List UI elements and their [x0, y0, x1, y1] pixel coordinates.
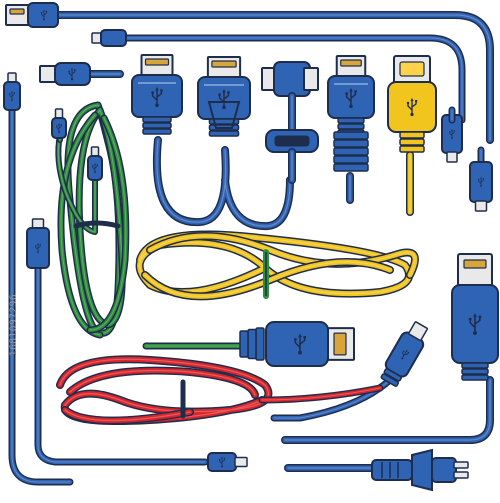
usb-a-plug-row2 — [39, 62, 91, 86]
right-bottom-cable — [281, 376, 494, 444]
usb-symbol-icon — [9, 91, 15, 102]
usb-a-plug-center — [239, 321, 355, 367]
y-split-cable — [152, 136, 294, 231]
micro-plug-left-mid — [26, 218, 50, 269]
yellow-loop-0 — [135, 230, 414, 298]
usb-symbol-icon — [40, 9, 48, 21]
left-long-cable — [8, 106, 74, 486]
red-coiled-cable — [56, 355, 384, 425]
top-long-cable — [48, 11, 494, 144]
micro-plug-right-lower — [469, 161, 493, 212]
left-middle-cable — [34, 261, 209, 466]
green-coiled-cable — [55, 101, 130, 339]
micro-plug-bottom — [207, 452, 248, 472]
usb-symbol-icon — [218, 456, 226, 468]
usb-symbol-icon — [218, 89, 230, 110]
usb-symbol-icon — [406, 98, 418, 117]
red-loop-2 — [61, 406, 194, 425]
right-angle-plug — [261, 61, 319, 184]
usb-a-plug-1 — [131, 54, 183, 135]
yellow-coiled-cable — [135, 230, 419, 301]
second-top-cable — [111, 34, 466, 124]
green-loop-2 — [57, 111, 104, 339]
usb-symbol-icon — [56, 123, 62, 134]
usb-symbol-icon — [468, 313, 482, 335]
usb-symbol-icon — [449, 129, 455, 140]
micro-plug-top-left — [3, 72, 21, 111]
usb-symbol-icon — [35, 243, 41, 254]
green-loop-3 — [86, 114, 130, 334]
usb-symbol-icon — [401, 349, 410, 360]
usb-symbol-icon — [478, 177, 484, 188]
usb-symbol-icon — [294, 333, 306, 355]
usb-symbol-icon — [92, 163, 98, 174]
usb-a-plug-4 — [327, 55, 375, 172]
red-loop-1 — [66, 366, 259, 399]
usb-symbol-icon — [151, 87, 163, 108]
stock-id-watermark: 1681097296 — [9, 293, 19, 357]
usb-a-plug-top-left — [5, 2, 59, 28]
red-tail — [258, 384, 384, 404]
yellow-hdmi-plug — [387, 55, 437, 153]
green-micro-plug-top — [51, 108, 67, 139]
green-tail — [55, 132, 98, 235]
green-micro-plug-inner — [87, 146, 103, 181]
yellow-loop-2 — [141, 258, 394, 301]
hdmi-plug-2 — [197, 56, 251, 137]
usb-a-plug-right-large — [451, 253, 499, 381]
usb-symbol-icon — [345, 88, 357, 109]
micro-plug-second-top — [91, 29, 127, 47]
power-plug-bottom-right — [371, 448, 469, 492]
angled-micro-plug — [380, 321, 428, 387]
yellow-loop-1 — [146, 232, 419, 279]
usb-symbol-icon — [68, 67, 76, 81]
